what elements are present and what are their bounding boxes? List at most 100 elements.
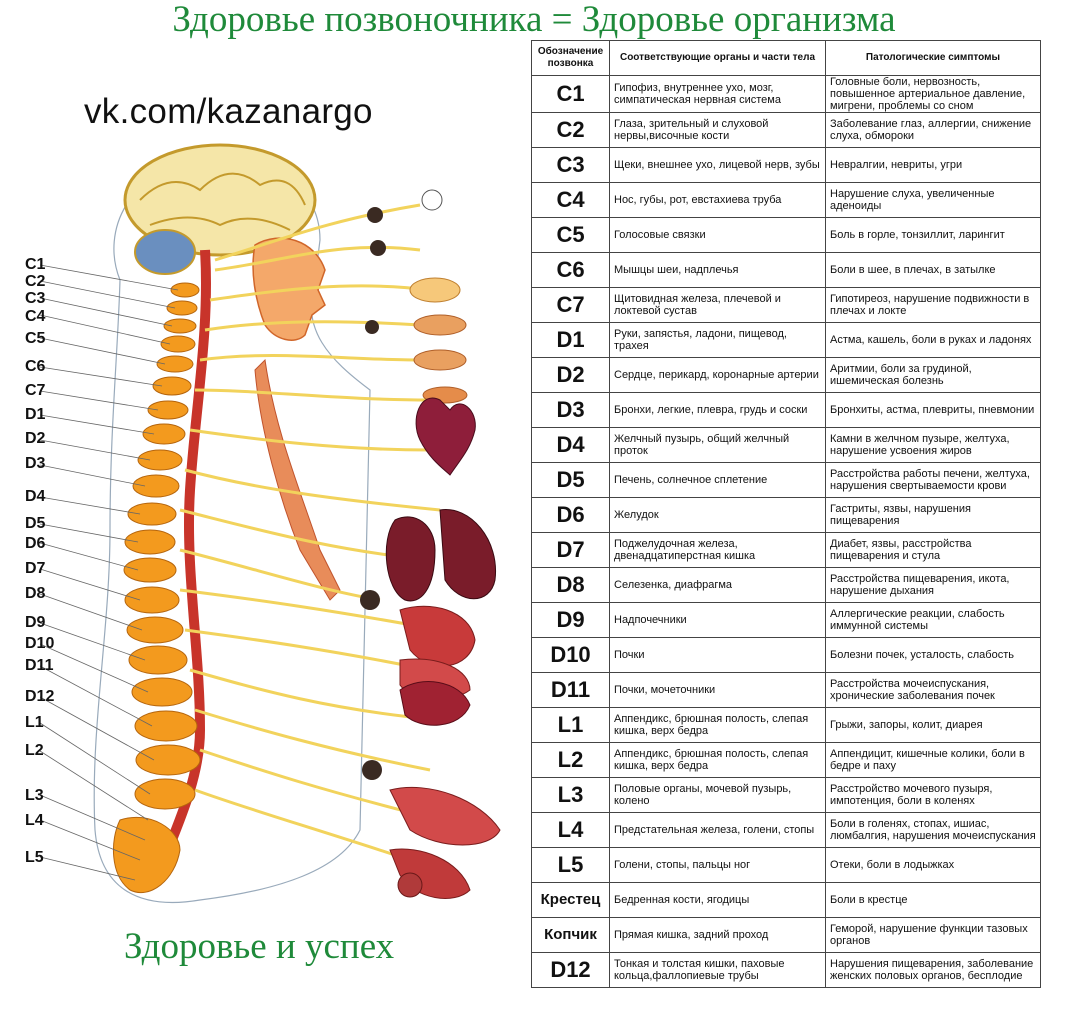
symptoms-cell: Камни в желчном пузыре, желтуха, нарушен…: [825, 427, 1041, 463]
symptoms-cell: Расстройства работы печени, желтуха, нар…: [825, 462, 1041, 498]
vertebra-code: D4: [531, 427, 610, 463]
organs-cell: Руки, запястья, ладони, пищевод, трахея: [609, 322, 826, 358]
vertebra-code: L5: [531, 847, 610, 883]
mouth-organ: [413, 314, 467, 336]
vertebra-code: Копчик: [531, 917, 610, 953]
vertebra-code: C4: [531, 182, 610, 218]
vertebra-code: D12: [531, 952, 610, 988]
header-vertebra: Обозначение позвонка: [531, 40, 610, 76]
heart: [415, 397, 476, 476]
kidney: [399, 681, 471, 726]
illustration-label-l2: L2: [25, 742, 44, 759]
organs-cell: Половые органы, мочевой пузырь, колено: [609, 777, 826, 813]
organs-cell: Предстательная железа, голени, стопы: [609, 812, 826, 848]
symptoms-cell: Боли в голенях, стопах, ишиас, люмбалгия…: [825, 812, 1041, 848]
organs-cell: Надпочечники: [609, 602, 826, 638]
organs-cell: Почки, мочеточники: [609, 672, 826, 708]
organs-cell: Голосовые связки: [609, 217, 826, 253]
symptoms-cell: Нарушение слуха, увеличенные аденоиды: [825, 182, 1041, 218]
vertebra-code: D11: [531, 672, 610, 708]
vertebra-code: L3: [531, 777, 610, 813]
symptoms-cell: Расстройства мочеиспускания, хронические…: [825, 672, 1041, 708]
intestines-2: [389, 786, 501, 846]
symptoms-cell: Гипотиреоз, нарушение подвижности в плеч…: [825, 287, 1041, 323]
symptoms-cell: Аппендицит, кишечные колики, боли в бедр…: [825, 742, 1041, 778]
organs-cell: Поджелудочная железа, двенадцатиперстная…: [609, 532, 826, 568]
organs-cell: Бедренная кости, ягодицы: [609, 882, 826, 918]
organs-cell: Сердце, перикард, коронарные артерии: [609, 357, 826, 393]
illustration-label-c1: C1: [25, 256, 46, 273]
symptoms-cell: Гастриты, язвы, нарушения пищеварения: [825, 497, 1041, 533]
throat-organ: [413, 349, 467, 371]
organs-cell: Почки: [609, 637, 826, 673]
illustration-label-d12: D12: [25, 688, 55, 705]
eye: [421, 189, 443, 211]
organs-cell: Голени, стопы, пальцы ног: [609, 847, 826, 883]
bladder: [397, 872, 423, 898]
vertebra-code: C7: [531, 287, 610, 323]
illustration-label-c3: C3: [25, 290, 46, 307]
cerebellum: [134, 229, 196, 275]
symptoms-cell: Болезни почек, усталость, слабость: [825, 637, 1041, 673]
symptoms-cell: Геморой, нарушение функции тазовых орган…: [825, 917, 1041, 953]
organs-cell: Желчный пузырь, общий желчный проток: [609, 427, 826, 463]
stomach: [399, 605, 476, 667]
vertebrae-table: Обозначение позвонка Соответствующие орг…: [531, 40, 1041, 988]
vertebrae: [112, 282, 201, 894]
illustration-label-d10: D10: [25, 635, 55, 652]
illustration-label-d1: D1: [25, 406, 46, 423]
illustration-label-d4: D4: [25, 488, 46, 505]
header-symptoms: Патологические симптомы: [825, 40, 1041, 76]
illustration-label-c4: C4: [25, 308, 46, 325]
organs-cell: Печень, солнечное сплетение: [609, 462, 826, 498]
symptoms-cell: Невралгии, невриты, угри: [825, 147, 1041, 183]
illustration-label-d11: D11: [25, 657, 54, 674]
vertebra-code: L4: [531, 812, 610, 848]
table-header-row: Обозначение позвонка Соответствующие орг…: [531, 40, 1041, 76]
symptoms-cell: Заболевание глаз, аллергии, снижение слу…: [825, 112, 1041, 148]
vertebra-code: D3: [531, 392, 610, 428]
organs-cell: Желудок: [609, 497, 826, 533]
vertebra-code: D2: [531, 357, 610, 393]
vk-link[interactable]: vk.com/kazanargo: [84, 92, 373, 131]
illustration-label-d3: D3: [25, 455, 46, 472]
organs-cell: Щитовидная железа, плечевой и локтевой с…: [609, 287, 826, 323]
illustration-label-d6: D6: [25, 535, 46, 552]
vertebra-code: C1: [531, 75, 610, 113]
vertebra-code: L1: [531, 707, 610, 743]
symptoms-cell: Нарушения пищеварения, заболевание женск…: [825, 952, 1041, 988]
illustration-label-c7: C7: [25, 382, 46, 399]
illustration-label-c6: C6: [25, 358, 46, 375]
vertebra-code: C5: [531, 217, 610, 253]
symptoms-cell: Аллергические реакции, слабость иммунной…: [825, 602, 1041, 638]
brain: [123, 143, 317, 257]
symptoms-cell: Диабет, язвы, расстройства пищеварения и…: [825, 532, 1041, 568]
vertebra-code: D1: [531, 322, 610, 358]
organs-cell: Тонкая и толстая кишки, паховые кольца,ф…: [609, 952, 826, 988]
symptoms-cell: Отеки, боли в лодыжках: [825, 847, 1041, 883]
organs-cell: Аппендикс, брюшная полость, слепая кишка…: [609, 742, 826, 778]
ganglia: [360, 207, 386, 780]
vertebra-code: D10: [531, 637, 610, 673]
symptoms-cell: Грыжи, запоры, колит, диарея: [825, 707, 1041, 743]
symptoms-cell: Расстройство мочевого пузыря, импотенция…: [825, 777, 1041, 813]
symptoms-cell: Аритмии, боли за грудиной, ишемическая б…: [825, 357, 1041, 393]
symptoms-cell: Бронхиты, астма, плевриты, пневмонии: [825, 392, 1041, 428]
page-title: Здоровье позвоночника = Здоровье организ…: [172, 0, 896, 40]
